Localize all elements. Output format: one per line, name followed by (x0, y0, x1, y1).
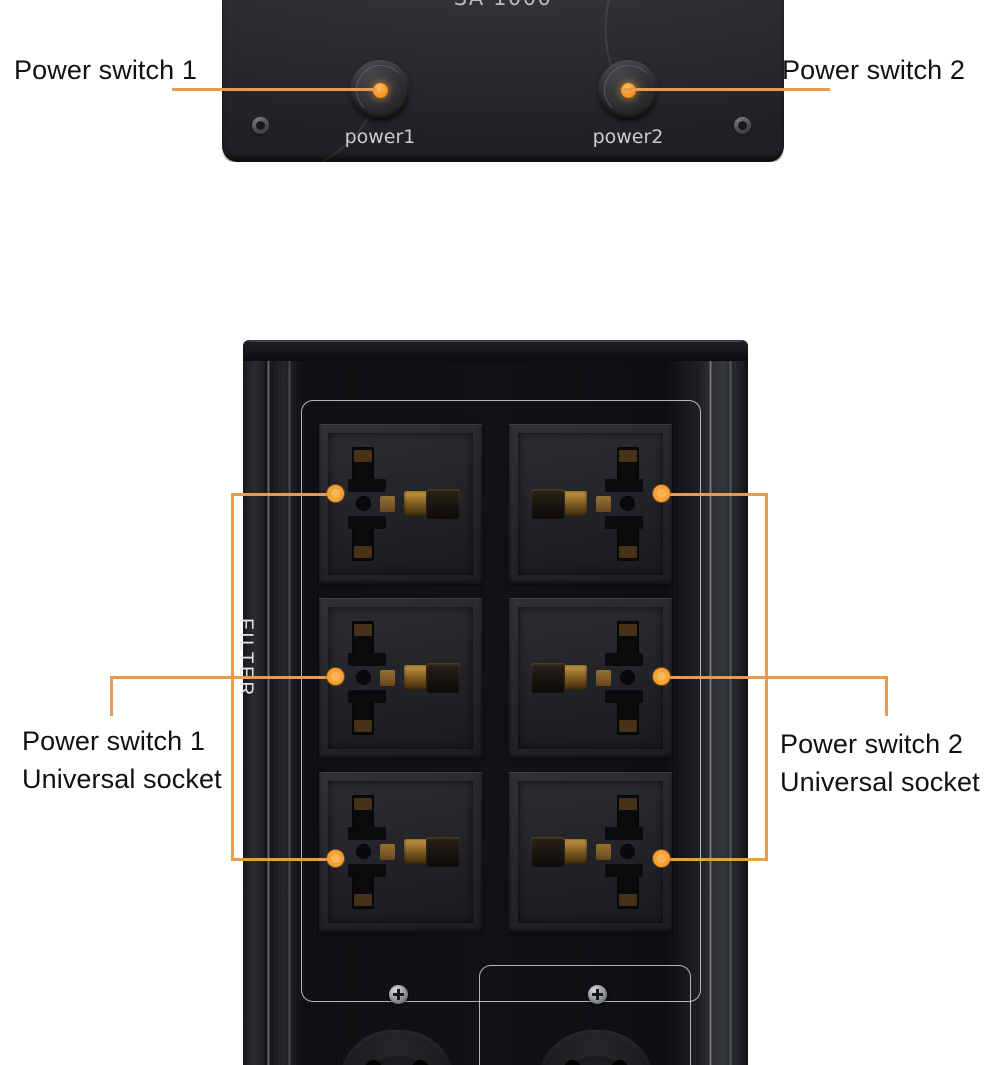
callout-label-power-switch-2: Power switch 2 (782, 55, 965, 85)
socket-field-outline (301, 400, 701, 1002)
power-switch-1-caption: power1 (344, 126, 416, 148)
callout-dot-L3 (327, 850, 344, 867)
universal-socket-L2[interactable] (319, 598, 482, 758)
callout-dot-L1 (327, 485, 344, 502)
callout-label-left-line2: Universal socket (22, 764, 222, 795)
highlight-band-left-2 (288, 361, 291, 1065)
bracket-stub-right-row2 (664, 676, 768, 679)
panel-screw-bottom-left (252, 117, 269, 134)
round-socket-screw-right (588, 985, 607, 1004)
callout-label-right-socket-group: Power switch 2 Universal socket (780, 725, 980, 802)
bracket-stub-left-row3 (231, 858, 335, 861)
callout-line-right-socket-group (765, 676, 888, 679)
highlight-band-right-2 (729, 361, 732, 1065)
callout-line-left-socket-group (110, 676, 233, 679)
round-socket-screw-left (389, 985, 408, 1004)
callout-label-power-switch-1: Power switch 1 (14, 55, 197, 85)
power-switch-2-caption: power2 (592, 126, 664, 148)
universal-socket-R2[interactable] (509, 598, 672, 758)
round-socket-left[interactable] (339, 1030, 455, 1065)
bracket-stub-left-row1 (231, 493, 335, 496)
bottom-device-front-panel: FILTER (235, 340, 748, 1065)
callout-label-left-socket-group: Power switch 1 Universal socket (22, 722, 222, 799)
callout-dot-R2 (653, 668, 670, 685)
highlight-band-right (709, 361, 712, 1065)
callout-label-right-line1: Power switch 2 (780, 729, 963, 759)
highlight-band-left (267, 361, 270, 1065)
callout-label-left-line1: Power switch 1 (22, 726, 205, 756)
callout-line-power-switch-1 (172, 88, 377, 91)
enclosure-top-cap (243, 340, 748, 361)
filter-silkscreen-text: FILTER (235, 618, 256, 698)
bracket-stub-right-row1 (664, 493, 768, 496)
bracket-stub-left-row2 (231, 676, 335, 679)
callout-dot-R1 (653, 485, 670, 502)
top-device-rear-panel: SA-1000 power1 power2 (86, 0, 927, 209)
round-socket-outline (479, 965, 691, 1065)
universal-socket-L1[interactable] (319, 424, 482, 584)
power-led-1-icon (372, 82, 388, 98)
universal-socket-L3[interactable] (319, 772, 482, 932)
bracket-stub-right-row3 (664, 858, 768, 861)
panel-screw-bottom-right (734, 117, 751, 134)
universal-socket-R3[interactable] (509, 772, 672, 932)
callout-dot-L2 (327, 668, 344, 685)
callout-drop-left-socket-group (110, 676, 113, 716)
model-number-label: SA-1000 (222, 0, 784, 10)
callout-label-right-line2: Universal socket (780, 767, 980, 798)
universal-socket-R1[interactable] (509, 424, 672, 584)
callout-dot-R3 (653, 850, 670, 867)
panel-bottom-lip (222, 150, 784, 162)
callout-line-power-switch-2 (622, 88, 830, 91)
callout-drop-right-socket-group (885, 676, 888, 716)
